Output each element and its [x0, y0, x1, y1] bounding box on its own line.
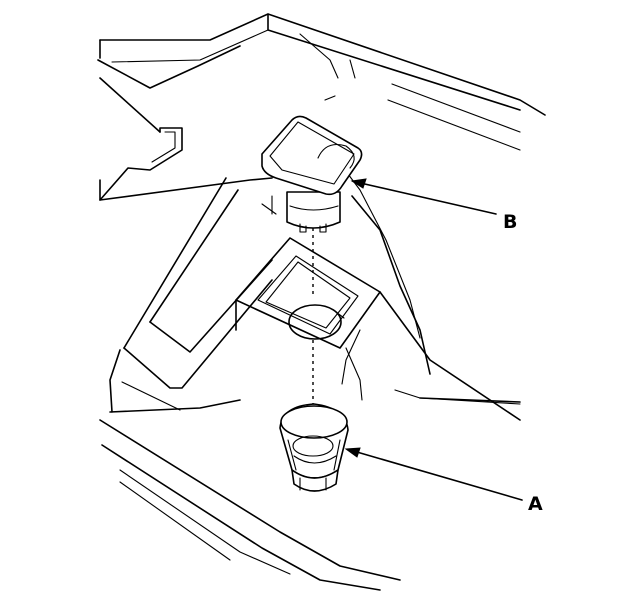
part-b-cap — [261, 115, 363, 233]
callout-leader-b — [350, 178, 497, 215]
part-a-socket — [279, 403, 349, 492]
console-body — [97, 13, 546, 591]
callout-label-a: A — [528, 493, 543, 515]
callout-leader-a — [344, 447, 523, 501]
callout-label-b: B — [503, 211, 517, 233]
